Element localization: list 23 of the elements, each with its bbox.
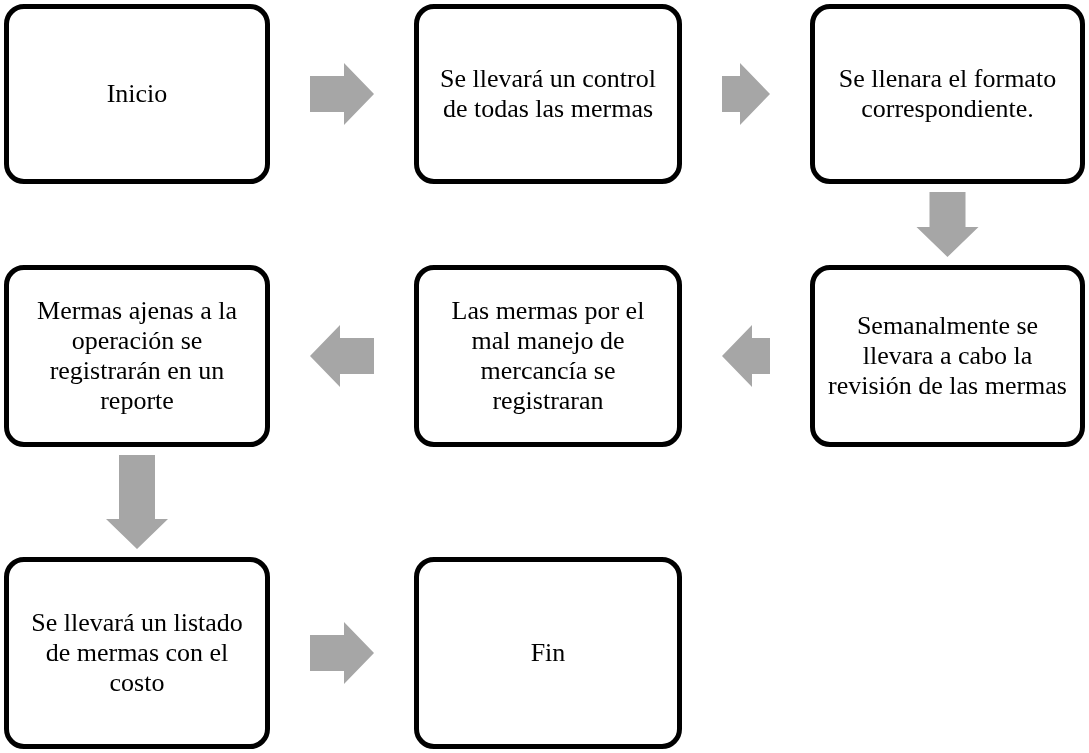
step-text: Mermas ajenas a la operación se registrarán en un reporte	[36, 296, 238, 416]
process-box	[414, 557, 682, 749]
process-box	[810, 265, 1085, 447]
process-box	[4, 265, 270, 447]
step-text: Semanalmente se llevara a cabo la revisión de las mermas	[827, 311, 1068, 401]
step-text: Se llenara el formato correspondiente.	[837, 64, 1058, 124]
arrow	[310, 63, 374, 125]
step-text: Se llevará un listado de mermas con el costo	[30, 608, 244, 698]
process-box	[414, 4, 682, 184]
arrow	[310, 622, 374, 684]
arrow	[916, 192, 979, 257]
arrow	[722, 63, 770, 125]
step-text: Fin	[530, 638, 566, 668]
arrow	[106, 455, 168, 549]
step-text: Se llevará un control de todas las mermas	[439, 64, 657, 124]
arrow	[310, 325, 374, 387]
process-box	[810, 4, 1085, 184]
step-text: Inicio	[106, 79, 168, 109]
step-text: Las mermas por el mal manejo de mercancía se registraran	[450, 296, 646, 416]
arrow	[722, 325, 770, 387]
process-box	[4, 4, 270, 184]
process-box	[4, 557, 270, 749]
process-box	[414, 265, 682, 447]
